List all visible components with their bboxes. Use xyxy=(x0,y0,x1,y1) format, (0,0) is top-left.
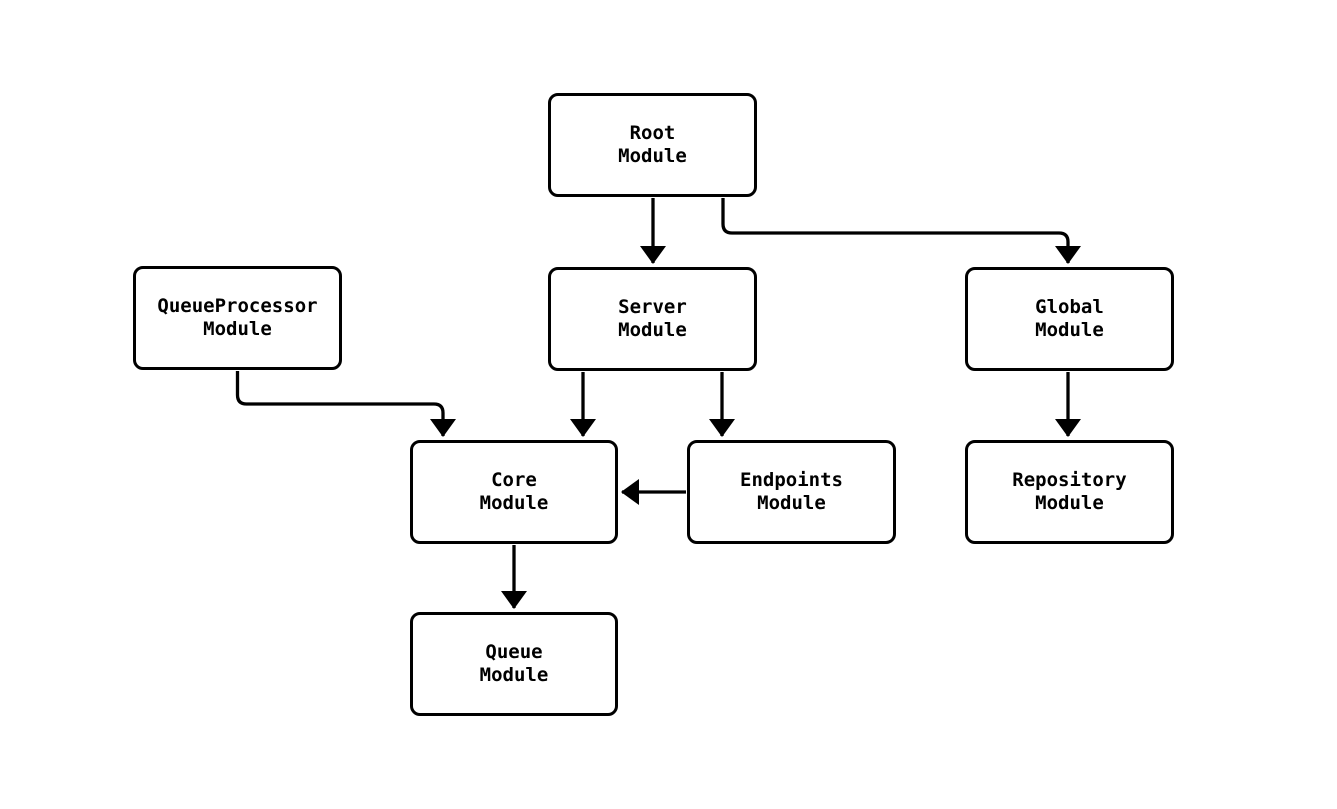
node-core-module: Core Module xyxy=(410,440,618,544)
node-endpoints-module: Endpoints Module xyxy=(687,440,896,544)
edge-queueprocessor-to-core xyxy=(235,371,456,437)
node-global-module: Global Module xyxy=(965,267,1174,371)
node-root-module: Root Module xyxy=(548,93,757,197)
node-queue-module: Queue Module xyxy=(410,612,618,716)
node-server-module: Server Module xyxy=(548,267,757,371)
node-repository-module: Repository Module xyxy=(965,440,1174,544)
node-queueprocessor-module: QueueProcessor Module xyxy=(133,266,342,370)
edge-root-to-global xyxy=(721,198,1081,264)
